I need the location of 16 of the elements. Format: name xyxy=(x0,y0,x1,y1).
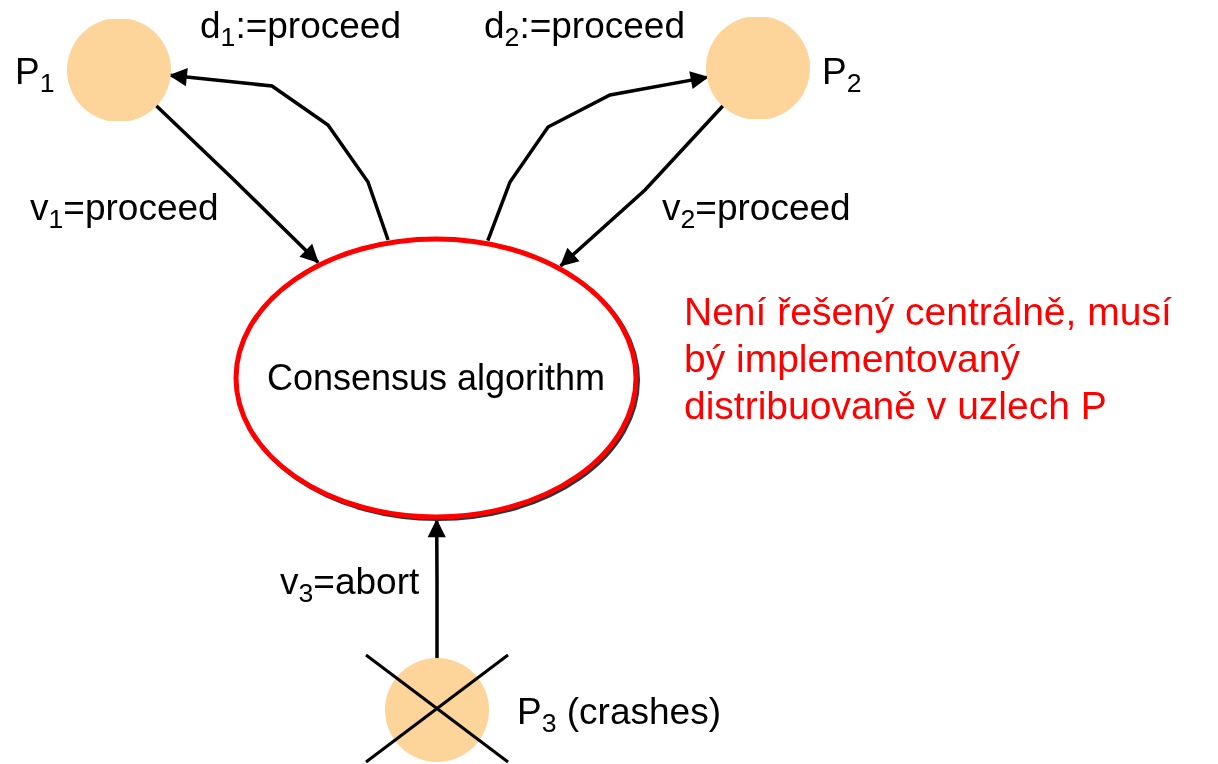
arrow xyxy=(559,103,725,268)
edge-label: v$_{3}$=abort xyxy=(280,562,420,609)
process-label: P$_{1}$ xyxy=(15,52,55,99)
process-label: P$_{3}$ (crashes) xyxy=(517,692,721,739)
edge-label: v$_{2}$=proceed xyxy=(662,188,851,235)
note-text: Není řešený centrálně, musí bý implementovaný distribuovaně v uzlech P xyxy=(684,289,1173,429)
process-circle xyxy=(385,658,489,762)
edge-label: v$_{1}$=proceed xyxy=(30,188,219,235)
node-label: Consensus algorithm xyxy=(265,358,607,398)
consensus-ellipse xyxy=(232,235,640,521)
arrow xyxy=(486,71,709,242)
edge-label: d$_{2}$:=proceed xyxy=(484,6,685,53)
edge-label: d$_{1}$:=proceed xyxy=(200,6,401,53)
arrow xyxy=(427,519,446,659)
arrow xyxy=(154,103,320,264)
process-label: P$_{2}$ xyxy=(822,52,862,99)
